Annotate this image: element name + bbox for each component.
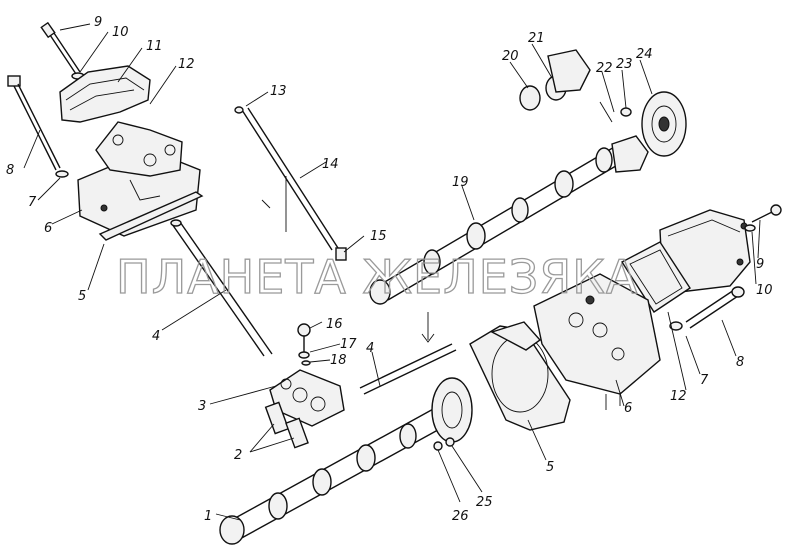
lower-camshaft	[219, 401, 457, 545]
watermark-text: ПЛАНЕТА ЖЕЛЕЗЯКА	[116, 250, 638, 304]
assembly-arrow	[421, 312, 435, 343]
leader-lines	[23, 23, 761, 521]
left-head-gasket	[98, 191, 204, 241]
right-head-gasket	[469, 321, 571, 431]
label-17: 17	[340, 337, 357, 352]
left-long-stud	[7, 75, 61, 171]
label-10-left: 10	[112, 25, 129, 40]
label-10-right: 10	[756, 283, 773, 298]
label-3: 3	[198, 399, 206, 414]
label-20: 20	[502, 49, 519, 64]
tappets	[264, 401, 309, 449]
label-5-left: 5	[78, 289, 86, 304]
label-12-left: 12	[178, 57, 195, 72]
upper-pushrod	[241, 107, 339, 251]
right-stud-washer	[669, 321, 683, 331]
lower-cam-gear	[431, 377, 473, 443]
label-21: 21	[528, 31, 545, 46]
label-4-right: 4	[366, 341, 374, 356]
label-1: 1	[204, 509, 212, 524]
label-4-left: 4	[152, 329, 160, 344]
left-stud-washer	[55, 170, 69, 178]
upper-cam-gear	[641, 91, 687, 157]
upper-bearing-bushings	[519, 49, 591, 111]
pivot-bolt	[297, 323, 311, 352]
callout-labels: 1 2 3 4 4 5 5 6 6 7 7 8 8 9 9 10 10 11 1…	[6, 15, 773, 524]
label-19: 19	[452, 175, 469, 190]
long-pushrod	[170, 219, 273, 357]
label-15: 15	[370, 229, 387, 244]
label-12-right: 12	[670, 389, 687, 404]
label-25: 25	[476, 495, 493, 510]
short-pushrod	[359, 343, 457, 395]
center-axis-lines	[261, 176, 287, 232]
label-6-left: 6	[44, 221, 52, 236]
label-23: 23	[616, 57, 633, 72]
label-7-right: 7	[700, 373, 709, 388]
left-cover-bolt	[40, 21, 81, 75]
lower-small-bolts	[433, 437, 455, 451]
label-26: 26	[452, 509, 469, 524]
label-9-right: 9	[756, 257, 764, 272]
label-8-right: 8	[736, 355, 744, 370]
right-cover-gasket	[620, 241, 691, 313]
right-seal-washer	[744, 224, 756, 232]
label-24: 24	[636, 47, 653, 62]
adjust-screw	[335, 247, 347, 261]
right-long-stud	[685, 286, 745, 329]
pivot-ring	[301, 360, 311, 366]
label-8-left: 8	[6, 163, 14, 178]
label-5-right: 5	[546, 460, 554, 475]
label-6-right: 6	[624, 401, 632, 416]
upper-camshaft	[369, 145, 627, 305]
pushrod-tip	[234, 106, 244, 114]
label-14: 14	[322, 157, 339, 172]
label-7-left: 7	[28, 195, 37, 210]
label-18: 18	[330, 353, 347, 368]
label-16: 16	[326, 317, 343, 332]
label-2: 2	[234, 448, 242, 463]
pivot-washer	[298, 351, 310, 359]
left-rocker-head	[77, 121, 201, 237]
right-cover-bolt	[751, 204, 782, 223]
upper-thrust-flange	[611, 107, 649, 173]
label-11: 11	[146, 39, 163, 54]
label-9-left: 9	[94, 15, 102, 30]
label-22: 22	[596, 61, 613, 76]
left-head-cover	[59, 65, 151, 123]
label-13: 13	[270, 84, 287, 99]
